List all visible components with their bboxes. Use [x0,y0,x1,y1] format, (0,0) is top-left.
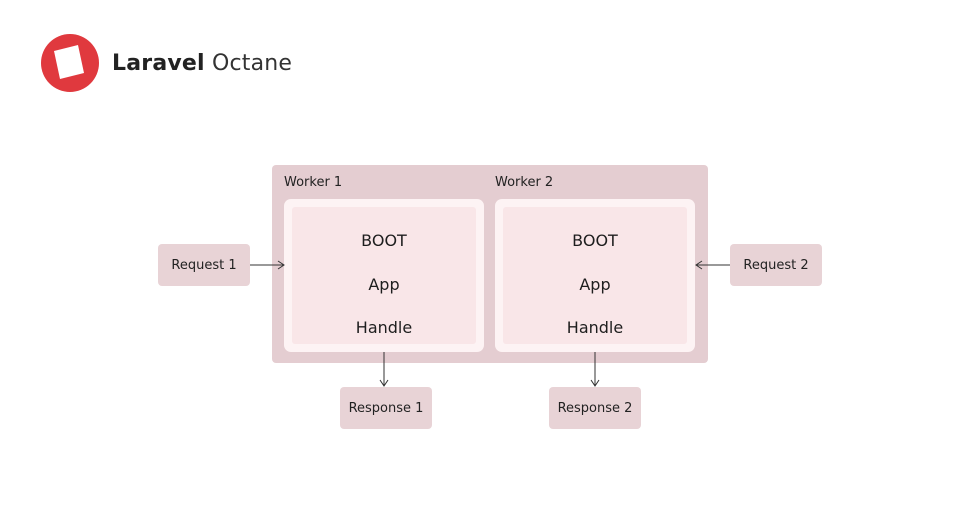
worker-2-phase-app: App [579,275,611,294]
worker-1: BOOT App Handle [284,199,484,352]
worker-1-label: Worker 1 [284,175,343,190]
worker-2-phase-boot: BOOT [572,231,618,250]
response-2-box: Response 2 [549,387,641,429]
worker-1-phase-handle: Handle [355,318,413,337]
request-2-box: Request 2 [730,244,822,286]
worker-1-lifecycle: BOOT App Handle [292,207,476,344]
logo: Laravel Octane [40,32,292,94]
worker-1-phase-boot: BOOT [361,231,407,250]
logo-product: Octane [211,50,293,76]
worker-2-label: Worker 2 [495,175,554,190]
worker-2-lifecycle: BOOT App Handle [503,207,687,344]
logo-brand: Laravel [112,50,205,76]
request-1-arrow [250,260,285,270]
worker-2: BOOT App Handle [495,199,695,352]
request-2-arrow [695,260,730,270]
worker-1-phase-app: App [368,275,400,294]
request-1-box: Request 1 [158,244,250,286]
response-1-box: Response 1 [340,387,432,429]
laravel-octane-logo-icon [41,34,99,92]
worker-2-phase-handle: Handle [566,318,624,337]
response-1-arrow [379,352,389,387]
logo-text: Laravel Octane [112,51,292,76]
response-2-arrow [590,352,600,387]
